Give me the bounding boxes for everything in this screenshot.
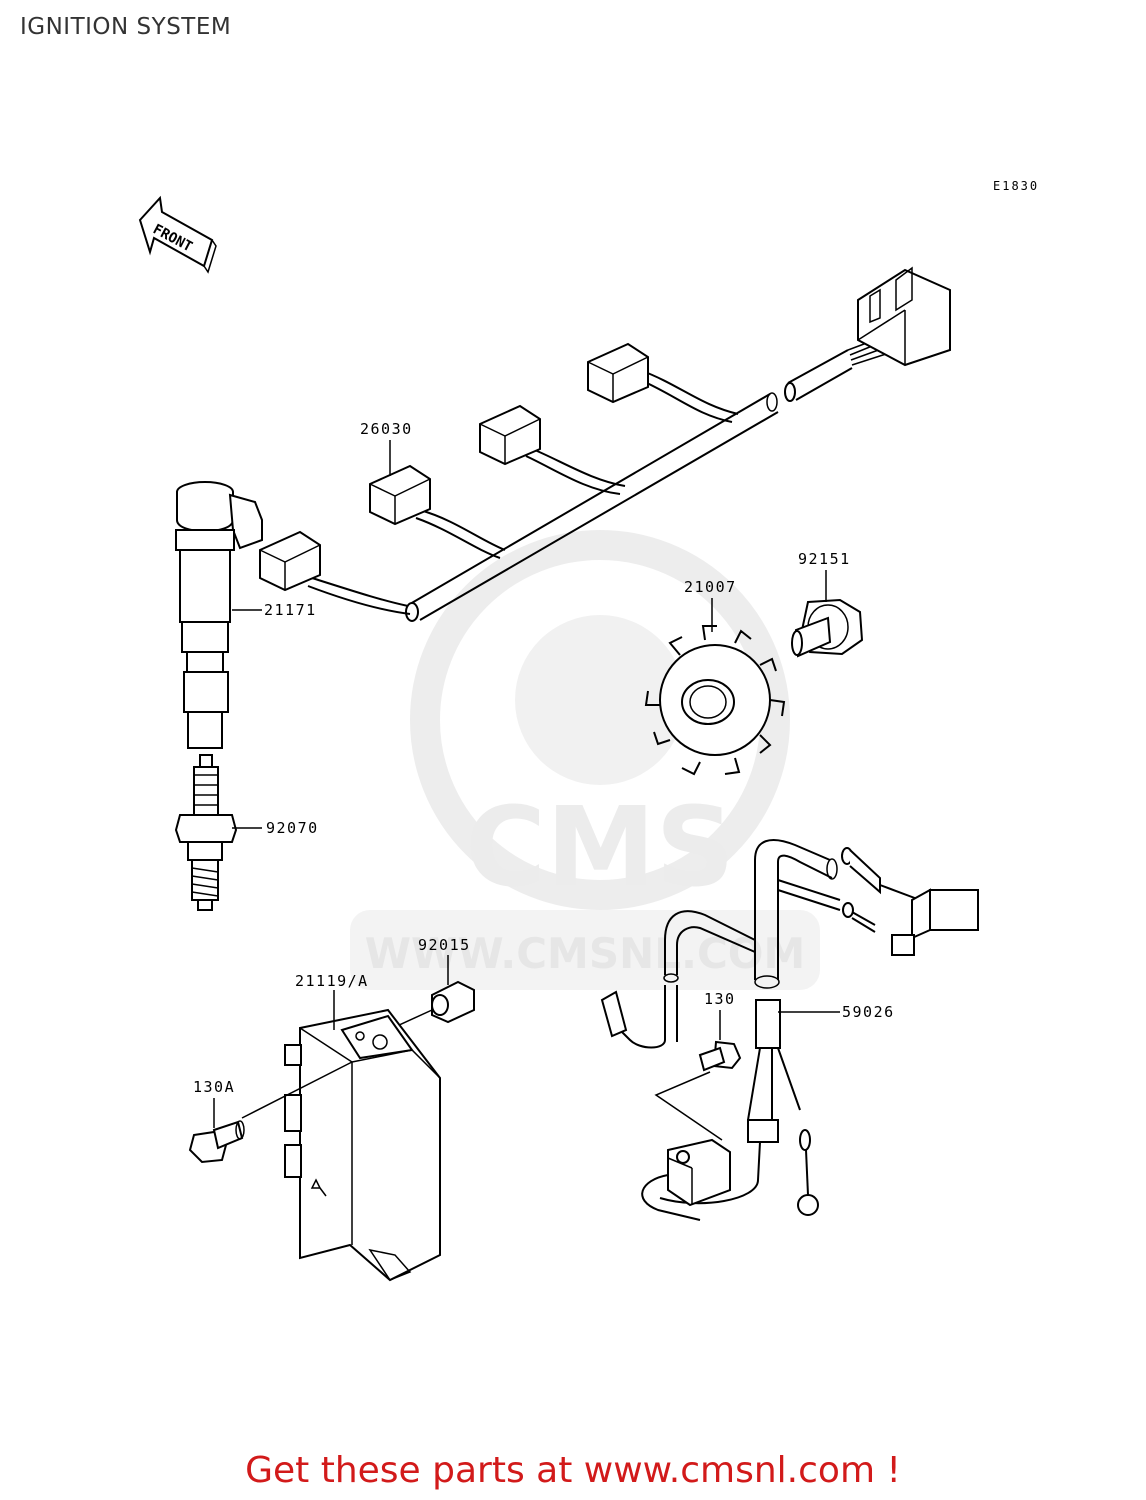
label-26030: 26030	[360, 420, 413, 438]
footer-link[interactable]: Get these parts at www.cmsnl.com !	[245, 1450, 901, 1491]
page-title: IGNITION SYSTEM	[20, 14, 232, 40]
label-130: 130	[704, 990, 736, 1008]
ignition-coil-21171	[175, 481, 263, 749]
bolt-130	[654, 1040, 742, 1141]
watermark: CMS WWW.CMSNL.COM	[350, 530, 820, 990]
label-130a: 130A	[193, 1078, 235, 1096]
label-59026: 59026	[842, 1003, 895, 1021]
watermark-brand: CMS	[465, 783, 734, 911]
label-92151: 92151	[798, 550, 851, 568]
bolt-92151	[791, 598, 864, 658]
label-92070: 92070	[266, 819, 319, 837]
label-21171: 21171	[264, 601, 317, 619]
spark-plug-92070	[174, 754, 238, 911]
label-21119a: 21119/A	[295, 972, 369, 990]
watermark-url: WWW.CMSNL.COM	[365, 929, 806, 978]
igniter-21119a	[284, 1008, 441, 1282]
bolt-130a	[188, 1061, 353, 1164]
label-92015: 92015	[418, 936, 471, 954]
front-arrow-icon: FRONT	[138, 195, 217, 274]
label-21007: 21007	[684, 578, 737, 596]
wiring-harness-26030	[259, 266, 951, 622]
diagram-code: E1830	[993, 179, 1039, 193]
pickup-harness-59026	[600, 839, 979, 1221]
timing-rotor-21007	[644, 625, 786, 776]
